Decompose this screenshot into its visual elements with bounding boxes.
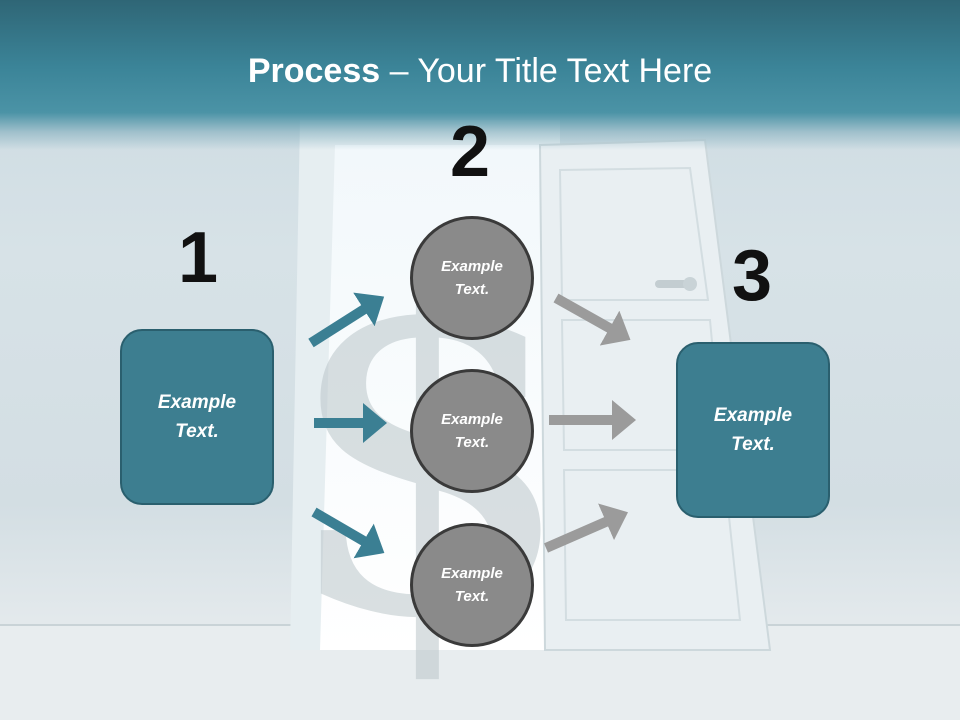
step-3-number: 3	[732, 236, 773, 316]
arrow-step1-to-bottom	[311, 507, 385, 559]
circle-bottom-text: Example Text.	[441, 565, 503, 605]
step-2-circle-bottom: Example Text.	[410, 523, 534, 647]
title-bold-part: Process	[247, 52, 381, 90]
circle-top-text: Example Text.	[441, 258, 503, 298]
slide-title: Process – Your Title Text Here	[0, 52, 960, 91]
step-1-box: Example Text.	[120, 329, 274, 505]
step-2-circle-top: Example Text.	[410, 216, 534, 340]
arrow-bottom-to-step3	[543, 503, 628, 553]
step-1-number: 1	[178, 218, 219, 298]
step-3-box: Example Text.	[676, 342, 830, 518]
arrow-top-to-step3	[553, 293, 631, 346]
step-1-text: Example Text.	[157, 392, 237, 442]
step-2-number: 2	[450, 112, 491, 192]
step-3-text: Example Text.	[713, 405, 793, 455]
arrow-step1-to-top	[308, 292, 385, 348]
title-rest: – Your Title Text Here	[380, 52, 713, 90]
title-banner	[0, 0, 960, 150]
step-2-circle-middle: Example Text.	[410, 369, 534, 493]
circle-middle-text: Example Text.	[441, 411, 503, 451]
